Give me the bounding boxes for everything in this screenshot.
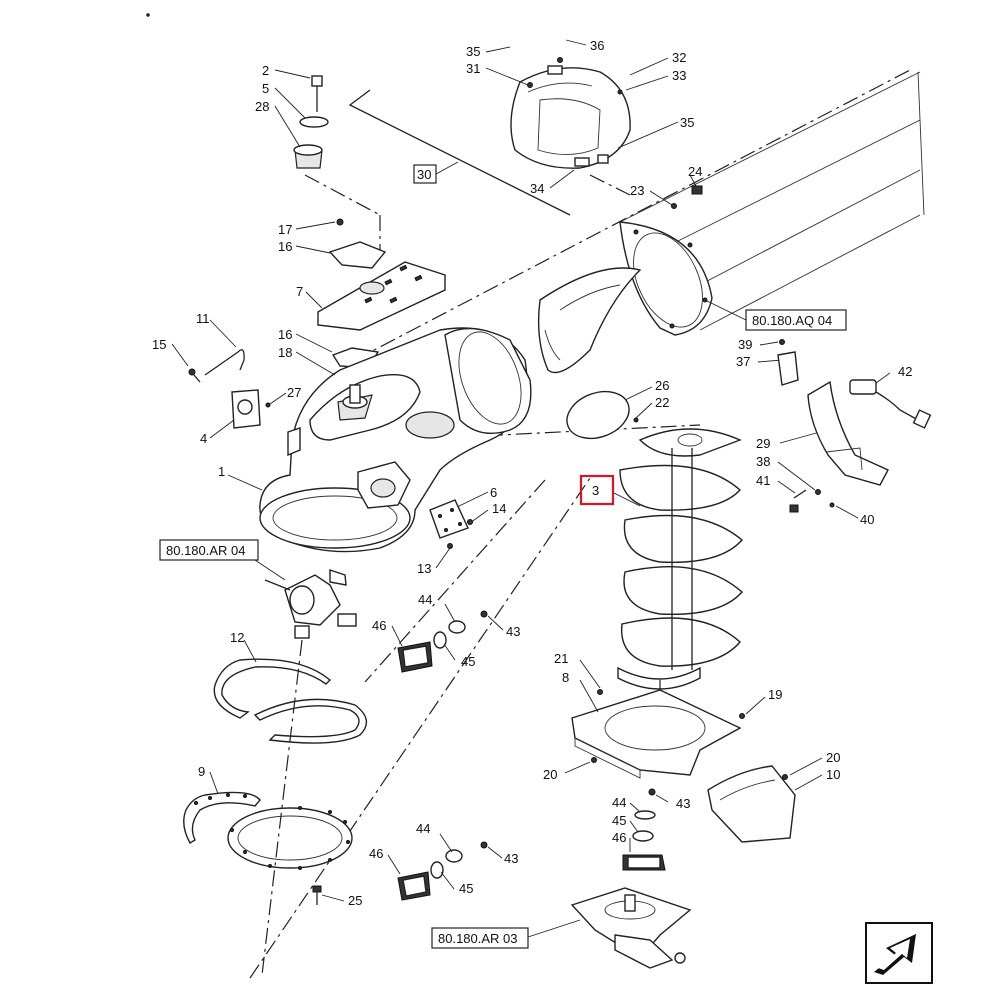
svg-text:30: 30 bbox=[417, 167, 431, 182]
callout-31: 31 bbox=[466, 61, 480, 76]
callout-22: 22 bbox=[655, 395, 669, 410]
callout-18: 18 bbox=[278, 345, 292, 360]
callout-21: 21 bbox=[554, 651, 568, 666]
callout-27: 27 bbox=[287, 385, 301, 400]
gasket-ring bbox=[253, 698, 368, 744]
callout-40: 40 bbox=[860, 512, 874, 527]
callout-30-box[interactable]: 30 bbox=[413, 164, 437, 184]
svg-text:80.180.AQ 04: 80.180.AQ 04 bbox=[752, 313, 832, 328]
callout-16b: 16 bbox=[278, 327, 292, 342]
callout-42: 42 bbox=[898, 364, 912, 379]
callout-11: 11 bbox=[196, 311, 210, 326]
bolt-41 bbox=[789, 489, 807, 513]
callout-16a: 16 bbox=[278, 239, 292, 254]
bracket-4 bbox=[188, 349, 271, 429]
shield-assembly bbox=[510, 57, 631, 169]
callout-43b: 43 bbox=[504, 851, 518, 866]
callout-19: 19 bbox=[768, 687, 782, 702]
upper-auger-flight bbox=[537, 267, 642, 374]
auger-tube bbox=[619, 71, 925, 336]
callout-45c: 45 bbox=[612, 813, 626, 828]
flange-ring bbox=[227, 806, 353, 870]
ref-box-aq04[interactable]: 80.180.AQ 04 bbox=[745, 309, 847, 331]
callout-43c: 43 bbox=[676, 796, 690, 811]
sensor-42 bbox=[849, 379, 932, 429]
callout-32: 32 bbox=[672, 50, 686, 65]
spout-elbow-1 bbox=[259, 327, 532, 553]
ring-9 bbox=[183, 791, 261, 844]
callout-39: 39 bbox=[738, 337, 752, 352]
callout-7: 7 bbox=[296, 284, 303, 299]
ref-box-ar03[interactable]: 80.180.AR 03 bbox=[431, 927, 529, 949]
callout-35b: 35 bbox=[680, 115, 694, 130]
callout-23: 23 bbox=[630, 183, 644, 198]
callout-20b: 20 bbox=[826, 750, 840, 765]
bracket-37 bbox=[777, 339, 799, 386]
callout-44a: 44 bbox=[418, 592, 432, 607]
coupling-stack-middle-upper bbox=[397, 610, 488, 673]
plate-6 bbox=[429, 499, 473, 549]
callout-26: 26 bbox=[655, 378, 669, 393]
svg-text:80.180.AR 04: 80.180.AR 04 bbox=[166, 543, 246, 558]
cover-plate-26 bbox=[566, 390, 630, 440]
callout-34: 34 bbox=[530, 181, 544, 196]
bolt-2 bbox=[311, 75, 323, 112]
callout-10: 10 bbox=[826, 767, 840, 782]
callout-46c: 46 bbox=[612, 830, 626, 845]
coupling-stack-right bbox=[622, 788, 666, 871]
bolt-25 bbox=[312, 885, 322, 905]
callout-14: 14 bbox=[492, 501, 506, 516]
callout-24: 24 bbox=[688, 164, 702, 179]
callout-45a: 45 bbox=[461, 654, 475, 669]
callout-12: 12 bbox=[230, 630, 244, 645]
callout-29: 29 bbox=[756, 436, 770, 451]
callout-20a: 20 bbox=[543, 767, 557, 782]
callout-28: 28 bbox=[255, 99, 269, 114]
callout-33: 33 bbox=[672, 68, 686, 83]
callout-46a: 46 bbox=[372, 618, 386, 633]
auger-flight-3 bbox=[617, 428, 744, 690]
callout-35a: 35 bbox=[466, 44, 480, 59]
callout-2: 2 bbox=[262, 63, 269, 78]
callout-4: 4 bbox=[200, 431, 207, 446]
callout-25: 25 bbox=[348, 893, 362, 908]
gearbox-left bbox=[264, 569, 357, 639]
bolt-24 bbox=[671, 185, 703, 209]
gearbox-bottom bbox=[570, 887, 692, 969]
callout-3-highlight[interactable]: 3 bbox=[579, 474, 615, 506]
callout-37: 37 bbox=[736, 354, 750, 369]
plate-7 bbox=[317, 261, 446, 331]
callout-44b: 44 bbox=[416, 821, 430, 836]
callout-labels: 2 5 28 17 16 7 11 15 16 18 27 4 1 35 31 … bbox=[152, 38, 912, 908]
washer-5 bbox=[299, 116, 329, 128]
callout-8: 8 bbox=[562, 670, 569, 685]
guard-10 bbox=[707, 765, 796, 843]
callout-43a: 43 bbox=[506, 624, 520, 639]
callout-17: 17 bbox=[278, 222, 292, 237]
callout-9: 9 bbox=[198, 764, 205, 779]
callout-15: 15 bbox=[152, 337, 166, 352]
arrow-nav-icon[interactable] bbox=[865, 922, 933, 984]
callout-38: 38 bbox=[756, 454, 770, 469]
callout-44c: 44 bbox=[612, 795, 626, 810]
callout-5: 5 bbox=[262, 81, 269, 96]
callout-6: 6 bbox=[490, 485, 497, 500]
callout-13: 13 bbox=[417, 561, 431, 576]
ring-12 bbox=[213, 658, 332, 719]
svg-text:3: 3 bbox=[592, 483, 599, 498]
bushing-28 bbox=[293, 144, 323, 169]
callout-41: 41 bbox=[756, 473, 770, 488]
svg-text:80.180.AR 03: 80.180.AR 03 bbox=[438, 931, 518, 946]
base-plate-8 bbox=[571, 689, 745, 779]
callout-1: 1 bbox=[218, 464, 225, 479]
coupling-stack-lower bbox=[397, 841, 488, 901]
guard-29 bbox=[807, 380, 889, 486]
callout-46b: 46 bbox=[369, 846, 383, 861]
callout-45b: 45 bbox=[459, 881, 473, 896]
ref-box-ar04[interactable]: 80.180.AR 04 bbox=[159, 539, 259, 561]
callout-36: 36 bbox=[590, 38, 604, 53]
